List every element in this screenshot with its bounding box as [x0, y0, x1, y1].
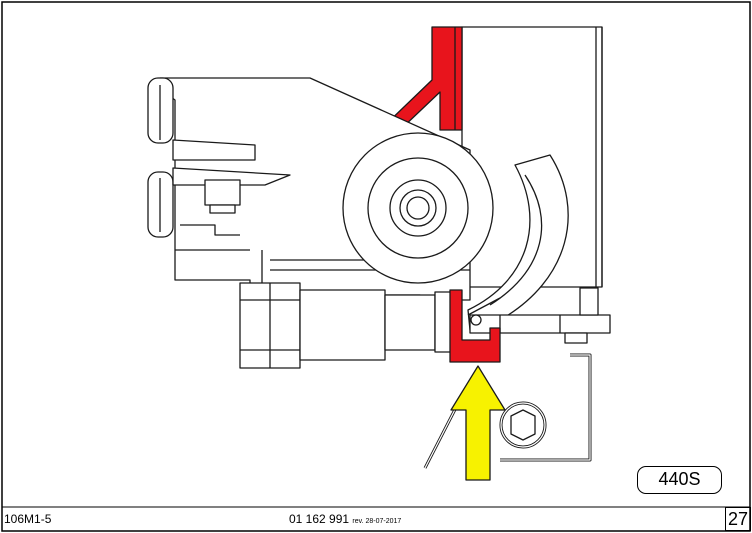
- bottom-track: [469, 314, 611, 334]
- up-arrow-icon: [450, 365, 506, 481]
- revision-label: rev. 28-07-2017: [352, 518, 402, 525]
- document-number-value: 01 162 991: [289, 512, 350, 526]
- housing-cylinder: [299, 289, 386, 361]
- page-number: 27: [725, 507, 751, 531]
- mechanism-illustration: [147, 26, 611, 469]
- red-latch: [449, 289, 501, 363]
- bracket-plate: [172, 139, 256, 161]
- model-badge: 440S: [637, 466, 722, 494]
- document-number: 01 162 991 rev. 28-07-2017: [289, 512, 401, 526]
- nut: [204, 179, 241, 206]
- drawing-code: 106M1-5: [4, 512, 52, 526]
- latch-pin: [470, 314, 482, 326]
- red-bracket-top: [379, 26, 463, 131]
